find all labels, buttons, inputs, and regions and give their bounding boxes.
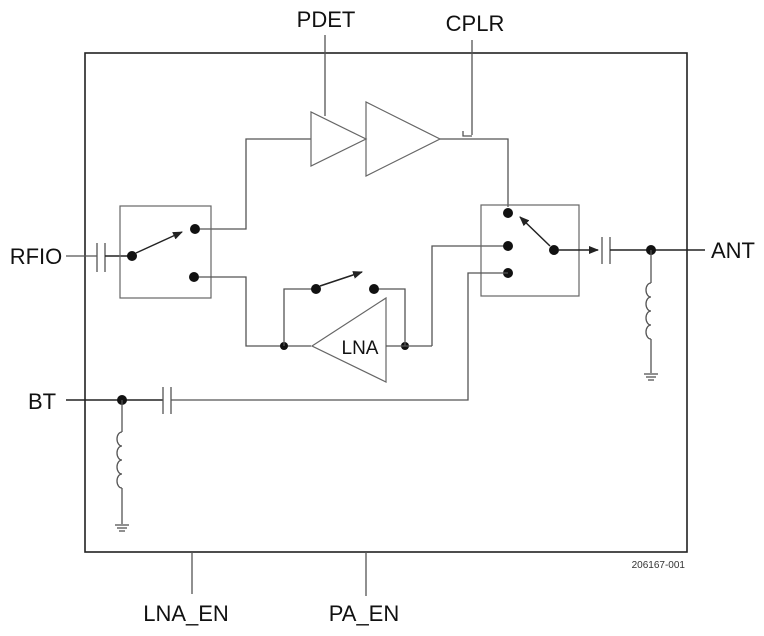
ant-switch-lna-node bbox=[503, 241, 513, 251]
pa-en-label: PA_EN bbox=[329, 601, 400, 626]
lna-amplifier-icon bbox=[310, 296, 387, 383]
ant-switch-common-node bbox=[549, 245, 559, 255]
module-outline bbox=[84, 52, 688, 553]
antenna-switch bbox=[480, 204, 599, 297]
coupler-tap-icon bbox=[462, 131, 472, 137]
input-switch-common-node bbox=[127, 251, 137, 261]
ant-label: ANT bbox=[711, 238, 755, 263]
bypass-switch-arm-icon bbox=[319, 271, 363, 287]
lna-en-label: LNA_EN bbox=[143, 601, 229, 626]
bt-label: BT bbox=[28, 389, 56, 414]
bt-inductor-icon bbox=[116, 431, 123, 489]
pin-ant: ANT bbox=[601, 237, 755, 381]
bypass-left-wire bbox=[283, 288, 316, 346]
bypass-switch-node-2 bbox=[369, 284, 379, 294]
pdet-label: PDET bbox=[297, 7, 356, 32]
bt-to-ant-switch-wire bbox=[171, 272, 508, 401]
lna-block: LNA bbox=[280, 245, 508, 383]
power-amplifier-icon bbox=[365, 101, 442, 177]
bypass-switch-node-1 bbox=[311, 284, 321, 294]
ant-inductor-icon bbox=[645, 282, 652, 340]
cplr-label: CPLR bbox=[446, 11, 505, 36]
pin-cplr: CPLR bbox=[446, 11, 505, 137]
input-switch-box bbox=[119, 205, 212, 299]
ant-switch-pa-node bbox=[503, 208, 513, 218]
lna-path-wire bbox=[199, 276, 311, 347]
pa-input-wire bbox=[200, 138, 311, 230]
pa-output-wire bbox=[440, 138, 509, 207]
power-detector-amp-icon bbox=[310, 111, 368, 167]
lna-label: LNA bbox=[342, 338, 379, 359]
pin-pa-en: PA_EN bbox=[329, 552, 400, 626]
ant-switch-arm-icon bbox=[519, 216, 551, 247]
rfio-label: RFIO bbox=[10, 244, 63, 269]
pin-bt: BT bbox=[28, 272, 508, 532]
input-switch bbox=[119, 205, 311, 347]
bt-ground-icon bbox=[115, 524, 129, 532]
pa-chain bbox=[200, 101, 509, 230]
input-switch-pa-node bbox=[190, 224, 200, 234]
pin-pdet: PDET bbox=[297, 7, 356, 116]
lna-to-ant-switch-wire bbox=[431, 245, 508, 346]
input-switch-arm-icon bbox=[135, 231, 183, 254]
input-switch-lna-node bbox=[189, 272, 199, 282]
pin-rfio: RFIO bbox=[10, 243, 131, 272]
figure-id: 206167-001 bbox=[632, 560, 686, 571]
ant-ground-icon bbox=[644, 373, 658, 381]
bypass-right-wire bbox=[374, 288, 406, 346]
pin-lna-en: LNA_EN bbox=[143, 552, 229, 626]
